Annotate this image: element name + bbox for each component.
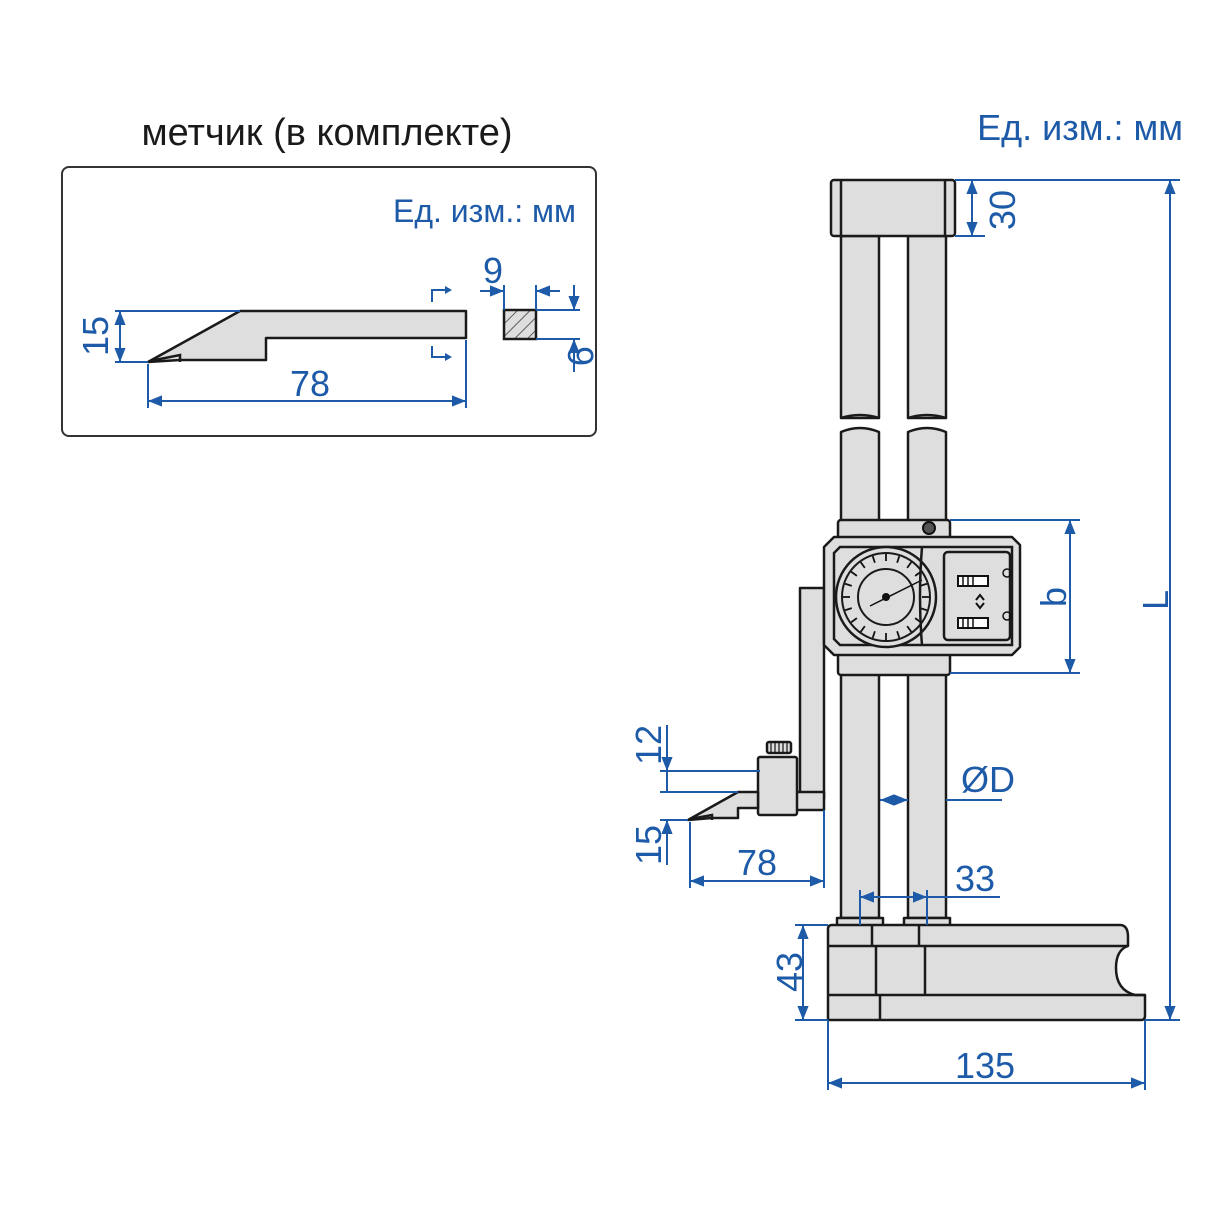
inset-frame [61,166,597,437]
dial-tick [871,630,876,639]
svg-text:ØD: ØD [961,759,1015,800]
height-gauge [686,178,1147,1022]
dial-tick [850,570,858,577]
svg-text:30: 30 [982,190,1023,230]
svg-text:15: 15 [75,316,116,356]
svg-text:L: L [1135,590,1176,610]
dial-tick [859,561,866,569]
dial-tick [896,630,901,639]
svg-text:43: 43 [769,952,810,992]
dim-30: 30 [955,179,1180,237]
svg-text:78: 78 [737,842,777,883]
svg-text:33: 33 [955,858,995,899]
svg-text:15: 15 [628,825,669,865]
dim-12-15: 12 15 [628,725,760,865]
svg-text:9: 9 [483,250,503,291]
dial-tick [906,561,913,569]
inset-dim-9-width: 9 [480,250,560,310]
dim-b: b [950,519,1080,674]
scriber [686,790,760,822]
inset-cross-section [502,308,538,341]
dial-tick [844,607,853,612]
dial-tick [896,555,901,564]
dim-135: 135 [827,1020,1146,1090]
inset-section-marks [431,286,452,361]
dial-needle [869,579,923,607]
svg-text:12: 12 [628,725,669,765]
inset-title: метчик (в комплекте) [141,112,512,154]
dial-tick [906,625,913,633]
dial-tick [844,582,853,587]
dim-78: 78 [689,810,825,888]
inset-scriber [146,309,468,364]
dim-33: 33 [859,858,1000,925]
inset-dim-9-height: 9 [536,285,601,372]
svg-text:9: 9 [560,346,601,366]
dim-43: 43 [769,924,828,1021]
inset-dim-78: 78 [147,340,467,408]
svg-text:78: 78 [290,363,330,404]
dim-L: L [1135,180,1180,1021]
dim-diameter: ØD [880,759,1015,806]
dial-tick [850,617,858,624]
clamp-block [756,755,799,817]
inset-unit-label: Ед. изм.: мм [393,193,576,229]
dial-tick [871,555,876,564]
svg-text:135: 135 [955,1045,1015,1086]
main-unit-label: Ед. изм.: мм [977,107,1183,148]
svg-text:b: b [1033,587,1074,607]
inset-dim-15: 15 [75,310,240,363]
dial-tick [859,625,866,633]
